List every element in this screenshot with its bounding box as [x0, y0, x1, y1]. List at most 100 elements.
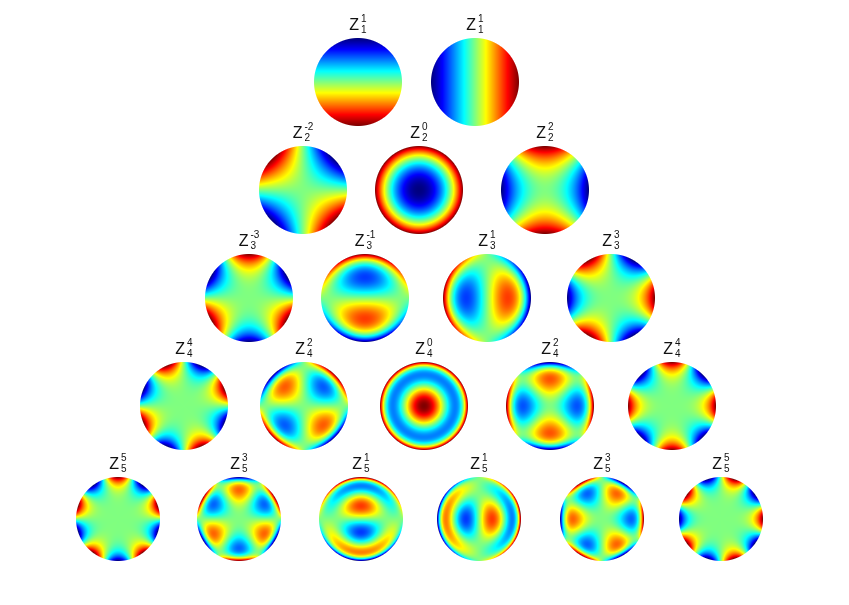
subscript-index: 1 — [361, 25, 367, 36]
disc-outline — [628, 362, 716, 450]
zernike-map — [259, 146, 347, 234]
index-stack: 02 — [422, 122, 428, 143]
symbol: Z — [239, 232, 249, 249]
disc-outline — [437, 477, 521, 561]
index-stack: 11 — [361, 14, 367, 35]
zernike-label: Z-13 — [355, 230, 376, 251]
subscript-index: 4 — [553, 349, 559, 360]
index-stack: 13 — [490, 230, 496, 251]
symbol: Z — [230, 455, 240, 472]
superscript-index: 0 — [427, 338, 433, 349]
zernike-label: Z44 — [175, 338, 192, 359]
superscript-index: 1 — [364, 453, 370, 464]
zernike-label: Z04 — [415, 338, 432, 359]
disc-outline — [380, 362, 468, 450]
zernike-map — [437, 477, 521, 561]
symbol: Z — [349, 16, 359, 33]
zernike-disc: Z15 — [437, 477, 521, 561]
disc-outline — [260, 362, 348, 450]
superscript-index: 2 — [548, 122, 554, 133]
subscript-index: 3 — [250, 241, 259, 252]
zernike-label: Z11 — [466, 14, 483, 35]
index-stack: 24 — [553, 338, 559, 359]
disc-outline — [319, 477, 403, 561]
zernike-disc: Z35 — [197, 477, 281, 561]
subscript-index: 4 — [307, 349, 313, 360]
zernike-disc: Z-13 — [321, 254, 409, 342]
subscript-index: 5 — [121, 464, 127, 475]
subscript-index: 4 — [187, 349, 193, 360]
disc-outline — [506, 362, 594, 450]
zernike-map — [560, 477, 644, 561]
symbol: Z — [295, 340, 305, 357]
symbol: Z — [536, 124, 546, 141]
zernike-label: Z24 — [295, 338, 312, 359]
disc-outline — [443, 254, 531, 342]
subscript-index: 2 — [304, 133, 313, 144]
zernike-disc: Z04 — [380, 362, 468, 450]
index-stack: 55 — [121, 453, 127, 474]
zernike-disc: Z33 — [567, 254, 655, 342]
zernike-disc: Z-33 — [205, 254, 293, 342]
zernike-map — [628, 362, 716, 450]
subscript-index: 3 — [614, 241, 620, 252]
zernike-label: Z35 — [230, 453, 247, 474]
zernike-label: Z22 — [536, 122, 553, 143]
zernike-label: Z11 — [349, 14, 366, 35]
zernike-map — [679, 477, 763, 561]
zernike-disc: Z02 — [375, 146, 463, 234]
index-stack: 04 — [427, 338, 433, 359]
zernike-label: Z-22 — [293, 122, 314, 143]
zernike-disc: Z-22 — [259, 146, 347, 234]
zernike-map — [443, 254, 531, 342]
zernike-disc: Z55 — [76, 477, 160, 561]
disc-outline — [560, 477, 644, 561]
zernike-disc: Z35 — [560, 477, 644, 561]
subscript-index: 5 — [364, 464, 370, 475]
index-stack: 11 — [478, 14, 484, 35]
superscript-index: 1 — [478, 14, 484, 25]
zernike-label: Z15 — [470, 453, 487, 474]
zernike-disc: Z55 — [679, 477, 763, 561]
index-stack: 24 — [307, 338, 313, 359]
symbol: Z — [466, 16, 476, 33]
index-stack: 15 — [364, 453, 370, 474]
zernike-map — [197, 477, 281, 561]
zernike-label: Z33 — [602, 230, 619, 251]
symbol: Z — [593, 455, 603, 472]
zernike-disc: Z11 — [314, 38, 402, 126]
zernike-map — [375, 146, 463, 234]
superscript-index: 0 — [422, 122, 428, 133]
zernike-disc: Z24 — [260, 362, 348, 450]
zernike-disc: Z15 — [319, 477, 403, 561]
zernike-label: Z13 — [478, 230, 495, 251]
zernike-label: Z44 — [663, 338, 680, 359]
index-stack: 35 — [242, 453, 248, 474]
index-stack: 22 — [548, 122, 554, 143]
superscript-index: 3 — [605, 453, 611, 464]
zernike-label: Z55 — [109, 453, 126, 474]
subscript-index: 3 — [490, 241, 496, 252]
superscript-index: 1 — [482, 453, 488, 464]
superscript-index: 1 — [361, 14, 367, 25]
disc-outline — [431, 38, 519, 126]
symbol: Z — [541, 340, 551, 357]
zernike-disc: Z22 — [501, 146, 589, 234]
subscript-index: 1 — [478, 25, 484, 36]
superscript-index: 4 — [675, 338, 681, 349]
symbol: Z — [355, 232, 365, 249]
symbol: Z — [352, 455, 362, 472]
zernike-label: Z55 — [712, 453, 729, 474]
index-stack: 15 — [482, 453, 488, 474]
superscript-index: -1 — [366, 230, 375, 241]
symbol: Z — [410, 124, 420, 141]
index-stack: 44 — [187, 338, 193, 359]
symbol: Z — [478, 232, 488, 249]
zernike-disc: Z44 — [628, 362, 716, 450]
zernike-label: Z15 — [352, 453, 369, 474]
superscript-index: -3 — [250, 230, 259, 241]
zernike-label: Z24 — [541, 338, 558, 359]
index-stack: -33 — [250, 230, 259, 251]
zernike-map — [506, 362, 594, 450]
symbol: Z — [175, 340, 185, 357]
